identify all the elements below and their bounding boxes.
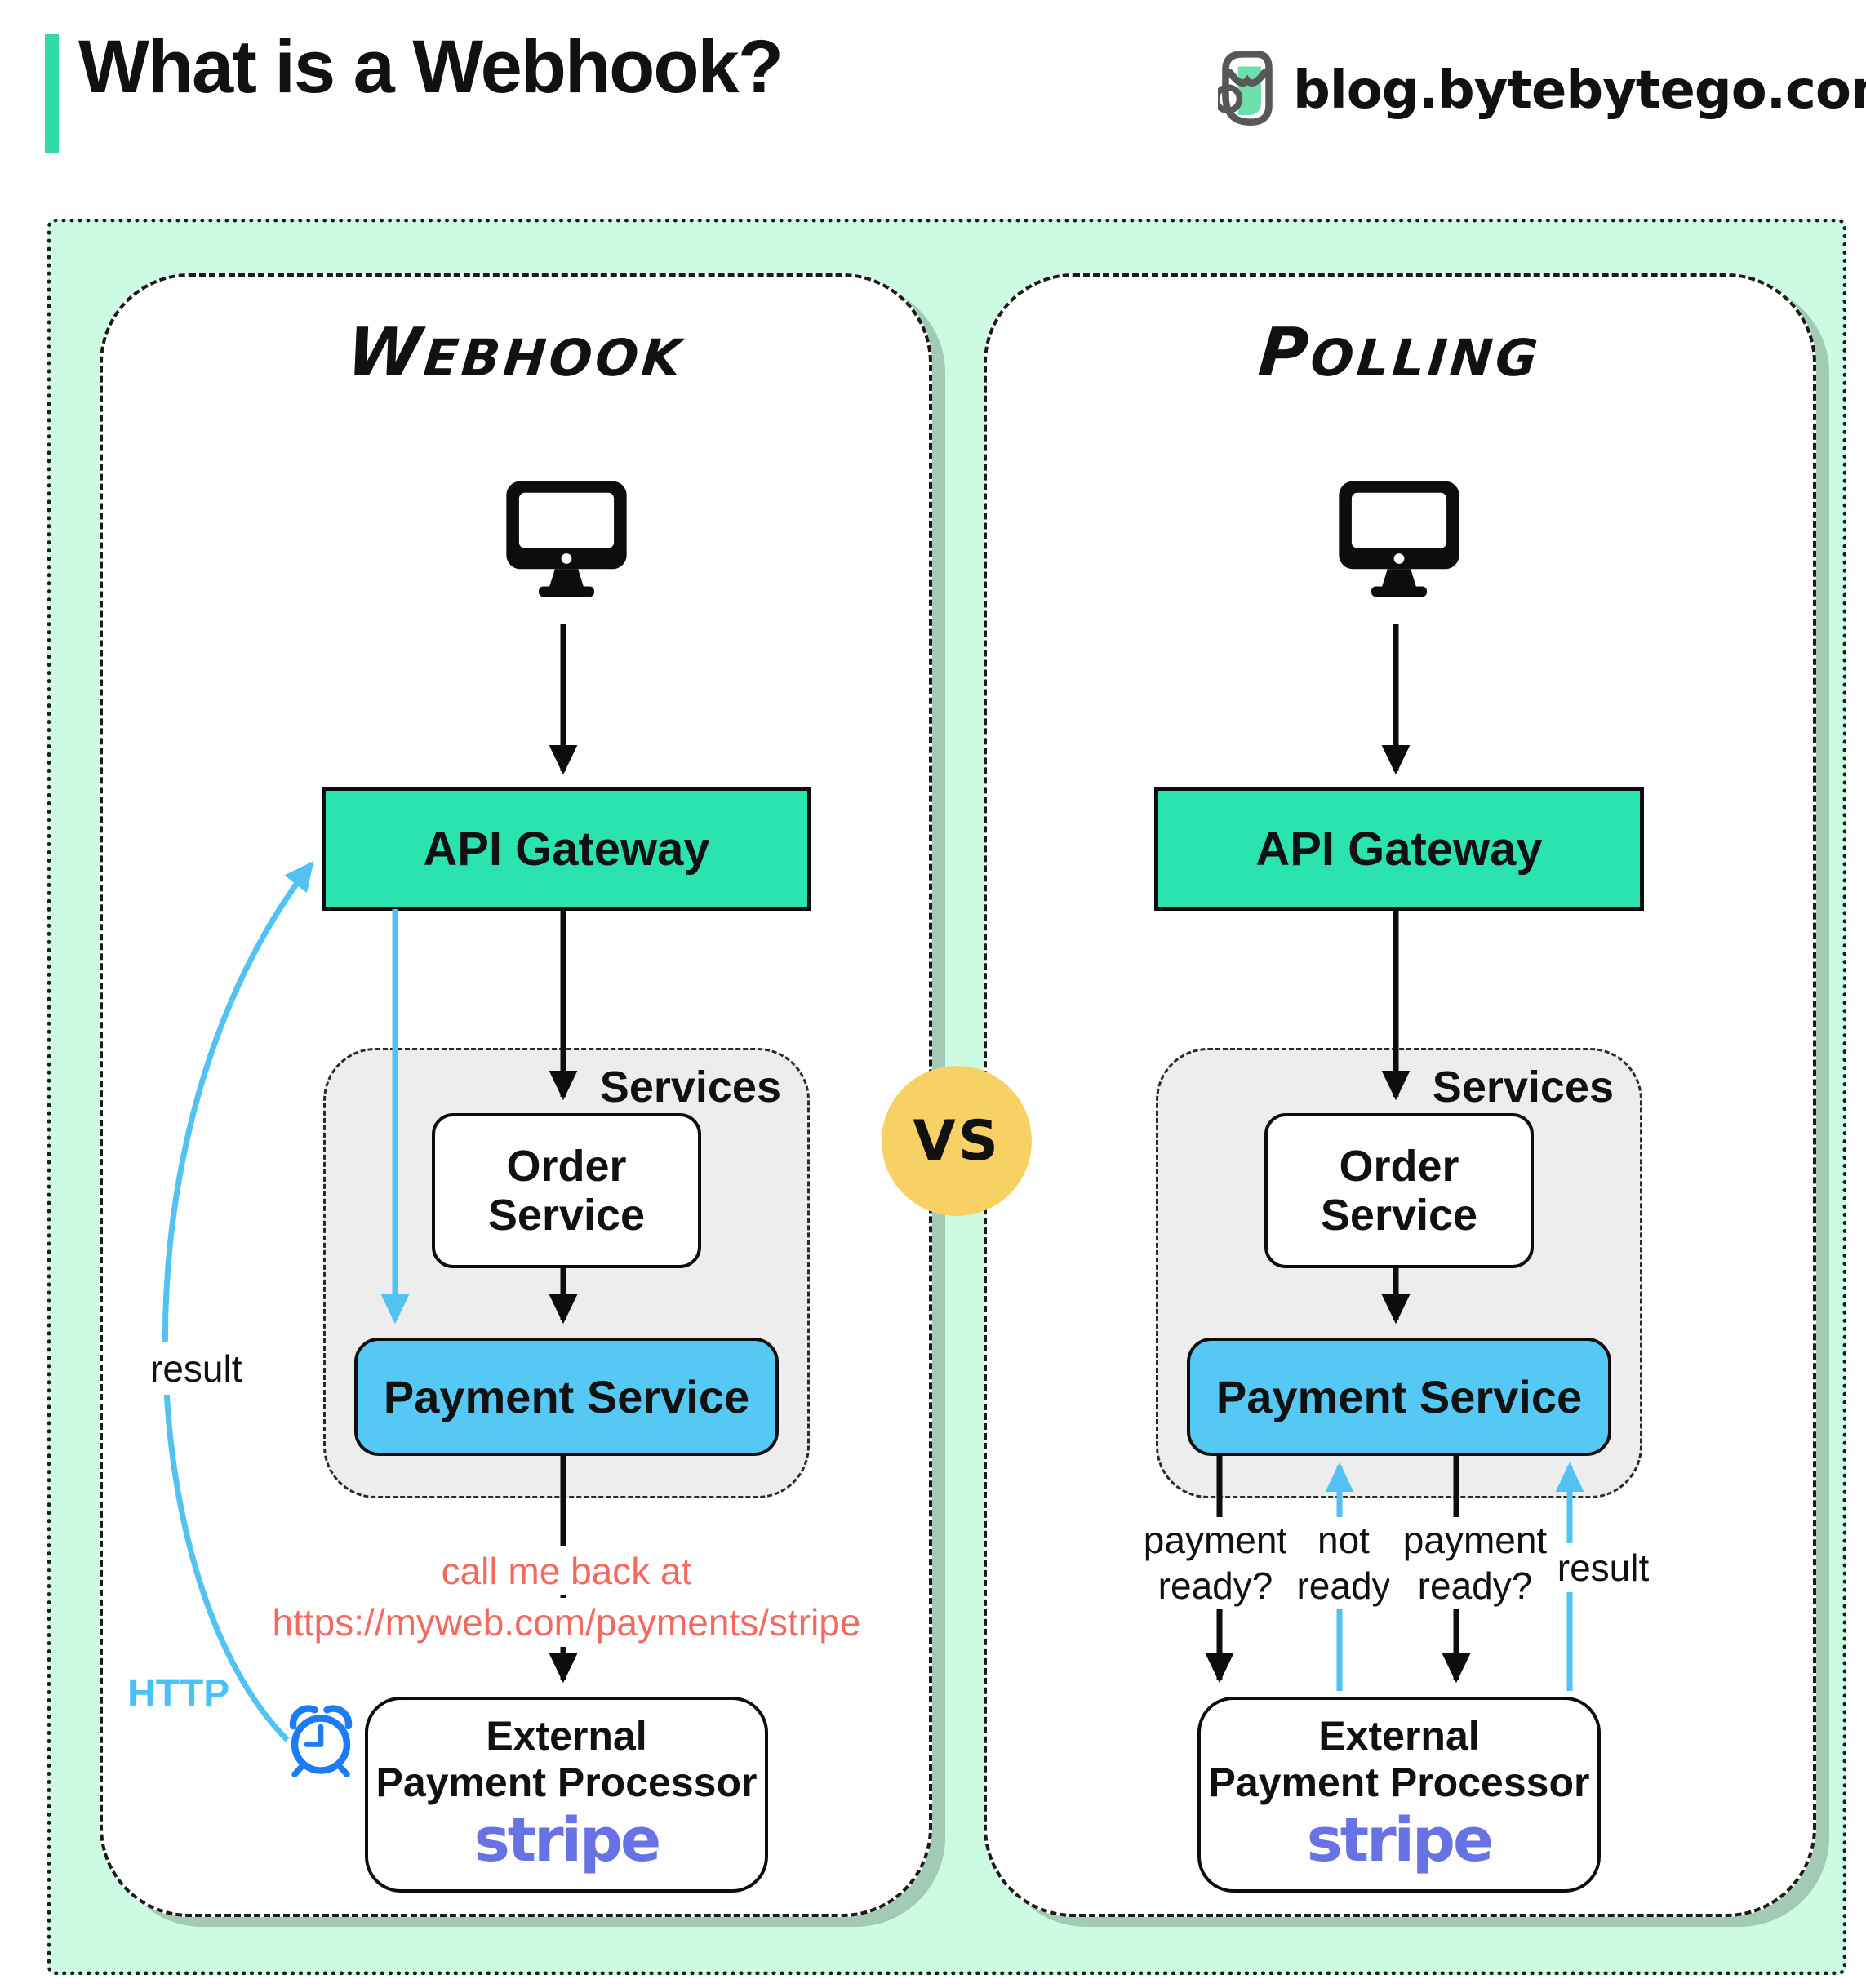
external-node-line2: Payment Processor xyxy=(1208,1759,1590,1805)
external-payment-processor-node: External Payment Processor stripe xyxy=(365,1697,768,1893)
polling-panel-title: Polling xyxy=(1255,314,1544,392)
api-gateway-node: API Gateway xyxy=(322,787,811,911)
alarm-clock-icon xyxy=(289,1705,353,1777)
external-node-line2: Payment Processor xyxy=(375,1759,758,1805)
polling-panel: Polling API Gateway Services Order Servi… xyxy=(984,273,1816,1917)
external-payment-processor-node: External Payment Processor stripe xyxy=(1197,1697,1601,1893)
payment-service-node: Payment Service xyxy=(354,1338,779,1456)
site-name: blog.bytebytego.com xyxy=(1293,60,1866,121)
monitor-icon xyxy=(506,481,627,597)
payment-ready-label-1: payment ready? xyxy=(1130,1517,1301,1609)
stripe-logo: stripe xyxy=(473,1805,661,1875)
callback-text-line2: https://myweb.com/payments/stripe xyxy=(262,1598,871,1648)
bytebytego-logo-icon xyxy=(1218,51,1273,126)
order-service-node: Order Service xyxy=(1264,1113,1534,1268)
monitor-icon xyxy=(1339,481,1459,597)
services-group-label: Services xyxy=(1432,1063,1614,1112)
payment-ready-label-2: payment ready? xyxy=(1389,1517,1561,1609)
callback-text-line1: call me back at xyxy=(431,1546,702,1596)
stripe-logo: stripe xyxy=(1306,1805,1494,1875)
external-node-line1: External xyxy=(486,1713,647,1759)
vs-badge: VS xyxy=(882,1066,1032,1216)
result-label: result xyxy=(142,1342,251,1396)
webhook-panel: Webhook API Gateway Services Order Servi… xyxy=(100,273,932,1917)
external-node-line1: External xyxy=(1318,1713,1480,1759)
api-gateway-node: API Gateway xyxy=(1154,787,1644,911)
services-group-label: Services xyxy=(599,1063,781,1112)
payment-service-node: Payment Service xyxy=(1187,1338,1611,1456)
webhook-panel-title: Webhook xyxy=(344,314,687,392)
order-service-node: Order Service xyxy=(432,1113,701,1268)
result-label: result xyxy=(1550,1543,1656,1593)
page-title: What is a Webhook? xyxy=(78,25,784,109)
title-accent-bar xyxy=(45,34,59,153)
not-ready-label: not ready xyxy=(1286,1517,1401,1609)
http-label: HTTP xyxy=(127,1672,230,1715)
